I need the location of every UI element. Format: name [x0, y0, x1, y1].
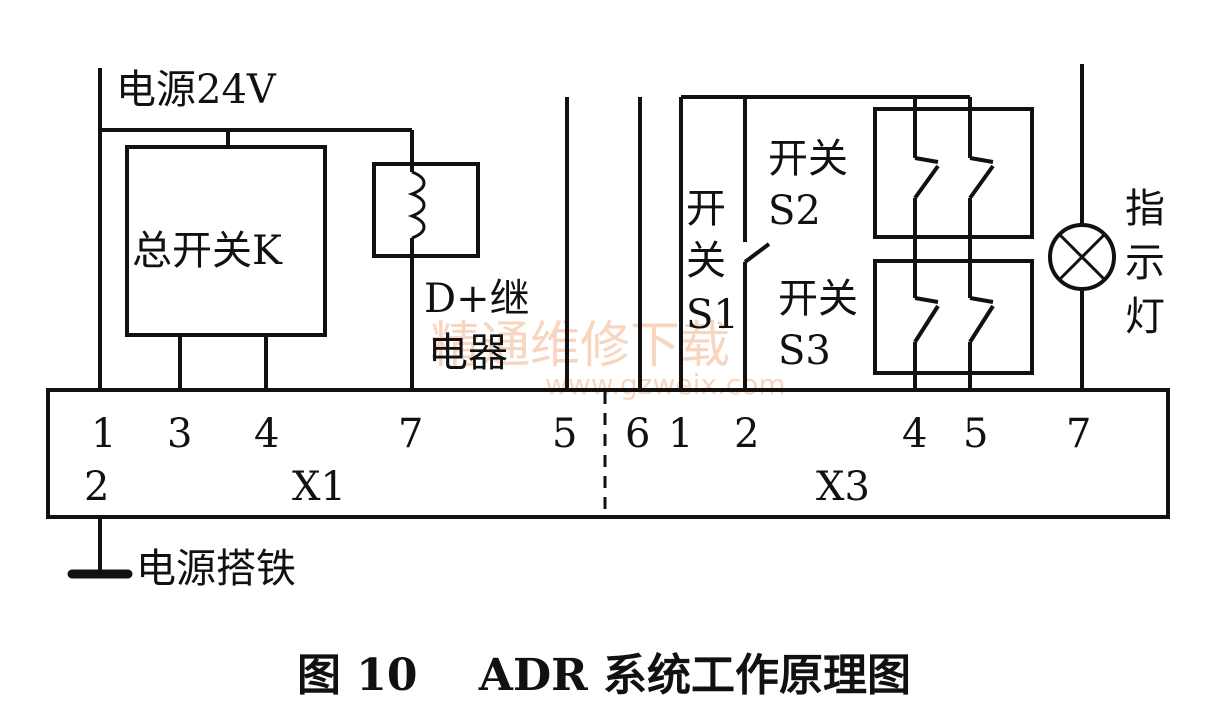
x3-pin-4: 4 [902, 411, 927, 457]
relay-box [372, 162, 480, 258]
x3-pin-2: 2 [734, 411, 759, 457]
label-relay-line2: 电器 [428, 330, 508, 376]
s3-left-contact [914, 296, 939, 304]
relay-coil-icon [407, 170, 426, 240]
label-power-24v: 电源24V [116, 67, 277, 113]
label-relay-line1: D+继 [424, 276, 530, 322]
label-s2-line2: S2 [768, 188, 821, 234]
s2-right-blade [968, 164, 995, 200]
label-ground: 电源搭铁 [136, 546, 296, 592]
label-s1-line3: S1 [686, 292, 739, 338]
x1-pin-4: 4 [254, 411, 279, 457]
x1-pin-3: 3 [167, 411, 192, 457]
label-indicator-line1: 指 [1125, 186, 1165, 232]
switch-s2-box [873, 107, 1034, 239]
x1-pin-5: 5 [552, 411, 577, 457]
s3-left-blade [913, 304, 940, 344]
main-switch-box [125, 145, 327, 337]
connector-block [46, 388, 1170, 519]
switch-s1-blade [743, 242, 771, 264]
label-s2-line1: 开关 [768, 136, 848, 182]
switch-s3-box [873, 259, 1034, 375]
s3-right-blade [968, 304, 995, 344]
label-s3-line2: S3 [778, 328, 831, 374]
watermark-url: www.gzweix.com [545, 368, 786, 401]
x3-pin-5: 5 [963, 411, 988, 457]
x3-pin-1: 1 [668, 411, 693, 457]
x1-pin-1: 1 [91, 411, 116, 457]
figure-caption: 图 10 ADR 系统工作原理图 [297, 650, 911, 701]
label-indicator-line2: 示 [1125, 240, 1165, 286]
x1-pin-2: 2 [84, 464, 109, 510]
label-main-switch: 总开关K [132, 228, 283, 274]
label-s1-line2: 关 [686, 238, 726, 284]
label-s1-line1: 开 [686, 186, 726, 232]
x3-pin-6: 6 [625, 411, 650, 457]
s2-left-contact [914, 156, 939, 164]
label-s3-line1: 开关 [778, 276, 858, 322]
label-indicator-line3: 灯 [1125, 294, 1165, 340]
s2-right-contact [969, 156, 994, 164]
label-connector-x3: X3 [816, 464, 870, 510]
s2-left-blade [913, 164, 940, 200]
lamp-cross-b [1058, 233, 1106, 281]
x3-pin-7: 7 [1066, 411, 1091, 457]
label-connector-x1: X1 [292, 464, 346, 510]
s3-right-contact [969, 296, 994, 304]
x1-pin-7: 7 [398, 411, 423, 457]
